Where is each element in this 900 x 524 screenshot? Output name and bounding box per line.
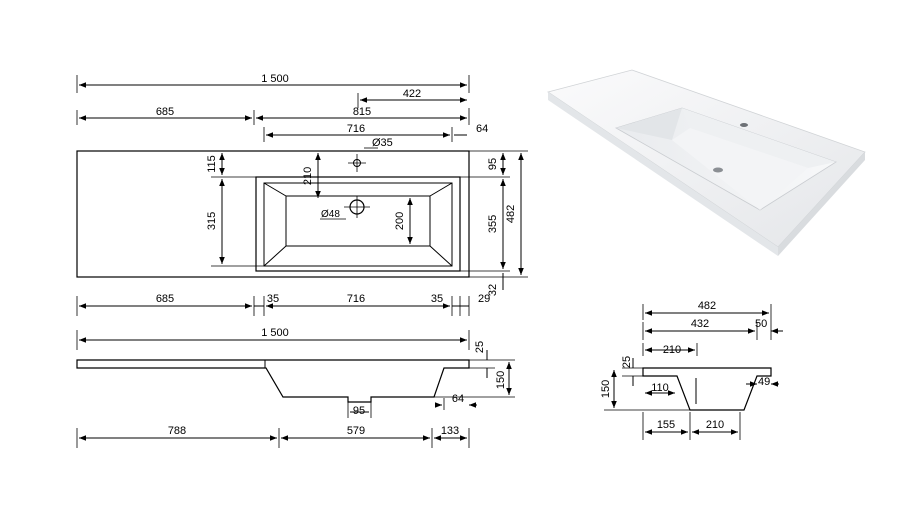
side-dim-label-210-top: 210 <box>663 344 681 356</box>
dim-label-482: 482 <box>505 205 517 223</box>
front-dim-label-150: 150 <box>495 371 507 389</box>
basin-bottom <box>285 195 431 247</box>
front-view: 1 500 25 150 95 64 788 579 133 <box>76 327 515 448</box>
side-dim-label-50: 50 <box>755 318 767 330</box>
basin-outer-rim <box>255 176 461 272</box>
side-dim-label-150: 150 <box>600 380 612 398</box>
dim-label-35a: 35 <box>267 293 279 305</box>
dim-label-716-bottom: 716 <box>347 293 365 305</box>
dim-label-35b: 35 <box>431 293 443 305</box>
tap-hole-dot <box>740 123 748 127</box>
side-dim-label-155: 155 <box>657 419 675 431</box>
side-view: 482 432 50 210 25 150 110 49 155 <box>600 300 783 440</box>
dim-label-685: 685 <box>156 106 174 118</box>
front-dim-label-579: 579 <box>347 425 365 437</box>
drain-label: Ø48 <box>321 209 340 220</box>
side-dim-label-482: 482 <box>698 300 716 312</box>
dim-label-115: 115 <box>206 155 218 173</box>
sink-product-image <box>547 69 866 256</box>
countertop-outline <box>76 150 470 278</box>
top-view: 1 500 422 685 815 716 64 Ø35 <box>76 73 528 296</box>
dim-label-716: 716 <box>347 123 365 135</box>
tap-hole-label: Ø35 <box>372 137 393 149</box>
side-dim-label-210-bottom: 210 <box>706 419 724 431</box>
drain-dot <box>713 167 723 173</box>
dim-label-422: 422 <box>403 88 421 100</box>
side-profile <box>642 367 772 411</box>
dim-label-200: 200 <box>394 212 406 230</box>
dim-label-315: 315 <box>206 212 218 230</box>
dim-label-815: 815 <box>353 106 371 118</box>
dim-label-210: 210 <box>302 167 314 185</box>
plan-bottom-dimensions: 685 35 716 35 29 <box>76 293 490 316</box>
basin-inner-rim <box>263 182 453 267</box>
side-dim-label-110: 110 <box>651 382 669 394</box>
dim-label-355: 355 <box>487 215 499 233</box>
front-dim-label-25: 25 <box>474 341 486 353</box>
side-dim-label-25: 25 <box>621 356 633 368</box>
front-profile <box>76 359 470 403</box>
front-dim-label-133: 133 <box>441 425 459 437</box>
dim-label-64: 64 <box>476 123 488 135</box>
dim-label-685-bottom: 685 <box>156 293 174 305</box>
dim-label-95: 95 <box>487 158 499 170</box>
front-dim-label-788: 788 <box>168 425 186 437</box>
dim-label-1500: 1 500 <box>261 73 289 85</box>
dim-label-29: 29 <box>478 293 490 305</box>
front-dim-label-1500: 1 500 <box>261 327 289 339</box>
dim-label-32: 32 <box>487 284 499 296</box>
front-dim-label-64: 64 <box>452 393 464 405</box>
side-dim-label-49: 49 <box>758 376 770 388</box>
front-dim-label-95: 95 <box>353 405 365 417</box>
side-dim-label-432: 432 <box>691 318 709 330</box>
